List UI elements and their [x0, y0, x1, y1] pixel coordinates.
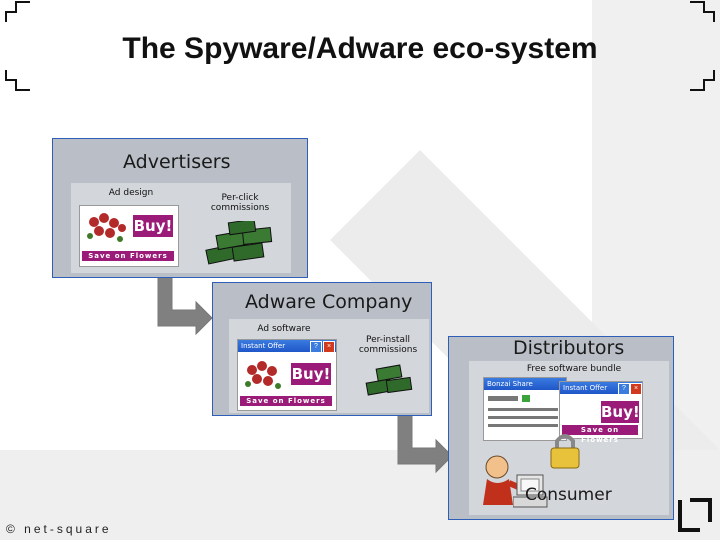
per-click-commissions-label: Per-click commissions: [210, 193, 270, 213]
ad-card: Buy! Save on Flowers: [79, 205, 179, 267]
corner-brackets: [5, 1, 715, 91]
adware-company-panel: Adware Company Ad software Per-install c…: [212, 282, 432, 416]
advertisers-title: Advertisers: [123, 151, 231, 173]
help-icon[interactable]: ?: [310, 341, 322, 353]
slide-title: The Spyware/Adware eco-system: [122, 32, 598, 65]
arrow-adware-to-distributors: [397, 413, 453, 474]
arrow-advertisers-to-adware: [157, 275, 213, 336]
buy-button[interactable]: Buy!: [132, 214, 174, 238]
buy-button[interactable]: Buy!: [600, 400, 640, 424]
consumer-title: Consumer: [525, 485, 612, 505]
advertisers-panel: Advertisers Ad design Per-click commissi…: [52, 138, 308, 278]
window-titlebar: Bonzai Share: [484, 378, 566, 390]
ad-slogan: Save on Flowers: [562, 425, 638, 444]
ad-design-label: Ad design: [108, 188, 154, 198]
buy-button[interactable]: Buy!: [290, 362, 332, 386]
advertisers-inner: Ad design Per-click commissions Buy! Sav…: [71, 183, 291, 273]
bonzai-share-window: Bonzai Share: [483, 377, 567, 441]
close-icon[interactable]: ×: [630, 383, 642, 395]
instant-offer-window: Instant Offer ? × Buy! Save on Flowers: [237, 339, 337, 411]
instant-offer-window: Instant Offer ? × Buy! Save on Flowers: [559, 381, 643, 444]
ad-slogan: Save on Flowers: [240, 396, 332, 406]
distributors-inner: Free software bundle Bonzai Share Instan…: [469, 361, 669, 515]
adware-inner: Ad software Per-install commissions Inst…: [229, 319, 429, 413]
padlock-icon: [550, 434, 580, 469]
footer-copyright: © net-square: [6, 522, 112, 536]
net-square-logo-icon: [678, 498, 712, 532]
help-icon[interactable]: ?: [618, 383, 630, 395]
per-install-commissions-label: Per-install commissions: [358, 335, 418, 355]
file-list-icon: [488, 395, 558, 427]
flowers-icon: [245, 361, 281, 389]
close-icon[interactable]: ×: [323, 341, 335, 353]
adware-company-title: Adware Company: [245, 291, 413, 313]
flowers-icon: [87, 213, 126, 242]
ad-slogan: Save on Flowers: [82, 251, 174, 261]
money-stack-icon: [205, 221, 273, 265]
computer-icon: [513, 474, 548, 508]
free-software-bundle-label: Free software bundle: [526, 364, 622, 374]
ad-software-label: Ad software: [257, 324, 311, 334]
distributors-panel: Distributors Free software bundle Bonzai…: [448, 336, 674, 520]
money-stack-icon: [365, 364, 413, 396]
distributors-title: Distributors: [513, 337, 625, 359]
